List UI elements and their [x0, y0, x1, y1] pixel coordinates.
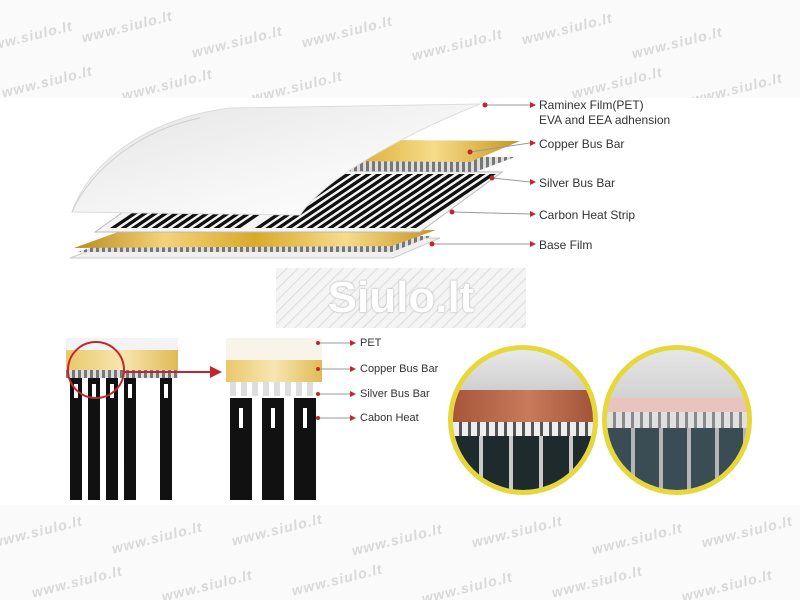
leader-arrowheads [429, 102, 536, 247]
carbon-strip [160, 378, 172, 500]
watermark-band-bottom: www.siulo.lt www.siulo.lt www.siulo.lt w… [0, 505, 800, 600]
detail-label-copper: Copper Bus Bar [360, 363, 439, 375]
photo-silver-closeup [602, 345, 752, 495]
carbon-strip [294, 398, 316, 500]
center-watermark-box [276, 268, 526, 328]
photo-copper-closeup [448, 345, 598, 495]
carbon-strip [347, 174, 434, 228]
label-silver-bus-bar: Silver Bus Bar [539, 176, 616, 190]
detail-label-carbon: Cabon Heat [360, 412, 419, 424]
carbon-strip [410, 174, 496, 228]
photo-pink-band [607, 398, 747, 412]
carbon-strip [262, 398, 284, 500]
strip-tab [303, 408, 307, 428]
carbon-strip [399, 174, 486, 228]
photo-carbon-strips [453, 436, 593, 490]
silver-tooth [274, 382, 280, 396]
photo-pet-area [607, 350, 747, 398]
photo-copper-band [453, 390, 593, 422]
carbon-strip [88, 378, 100, 500]
strip-closeup-left [66, 338, 178, 500]
detail-leader-arrowheads [316, 340, 356, 421]
carbon-strip [327, 174, 414, 228]
carbon-strip [124, 378, 136, 500]
label-carbon-heat-strip: Carbon Heat Strip [539, 208, 636, 222]
strip-brand-text: EXCEL [122, 436, 132, 472]
label-line: Raminex Film(PET) [539, 98, 644, 112]
carbon-strip [285, 174, 372, 228]
label-raminex-film: Raminex Film(PET) EVA and EEA adhension [539, 98, 670, 128]
carbon-strip [306, 174, 393, 228]
zoom-arrowhead [210, 366, 222, 378]
carbon-strip [389, 174, 476, 228]
label-base-film: Base Film [539, 238, 593, 252]
carbon-strip [230, 398, 252, 500]
carbon-strip [70, 378, 82, 500]
carbon-strip [296, 174, 383, 228]
bottom-copper-bus [74, 230, 436, 248]
carbon-strip [337, 174, 424, 228]
photo-silver-teeth [453, 422, 593, 436]
photo-silver-teeth [607, 412, 747, 428]
carbon-strip [106, 378, 118, 500]
layer-leader-lines [432, 104, 531, 245]
strip-closeup-detail [226, 338, 322, 500]
pet-film-layer [71, 103, 481, 216]
silver-tooth [296, 382, 302, 396]
silver-tooth [307, 382, 313, 396]
strip-tab [271, 408, 275, 428]
center-watermark-text: Siulo.lt [327, 273, 475, 322]
strip-tab [128, 384, 132, 398]
detail-label-pet: PET [360, 337, 382, 349]
photo-carbon-strips [607, 428, 747, 490]
label-line: EVA and EEA adhension [539, 113, 671, 127]
strip-tab [239, 408, 243, 428]
silver-tooth [252, 382, 258, 396]
label-copper-bus-bar: Copper Bus Bar [539, 137, 625, 151]
photo-pet-area [453, 350, 593, 390]
strip-tab [110, 384, 114, 398]
carbon-strip [368, 174, 455, 228]
silver-tooth [241, 382, 247, 396]
silver-tooth [285, 382, 291, 396]
watermark-band-top: www.siulo.lt www.siulo.lt www.siulo.lt w… [0, 0, 800, 98]
carbon-strip [378, 174, 465, 228]
detail-label-silver: Silver Bus Bar [360, 388, 430, 400]
carbon-strip [316, 174, 403, 228]
strip-tab [164, 384, 168, 398]
detail-leader-lines [318, 342, 350, 419]
strip-tab [92, 384, 96, 398]
silver-tooth [230, 382, 236, 396]
carbon-strip [358, 174, 445, 228]
silver-tooth [263, 382, 269, 396]
